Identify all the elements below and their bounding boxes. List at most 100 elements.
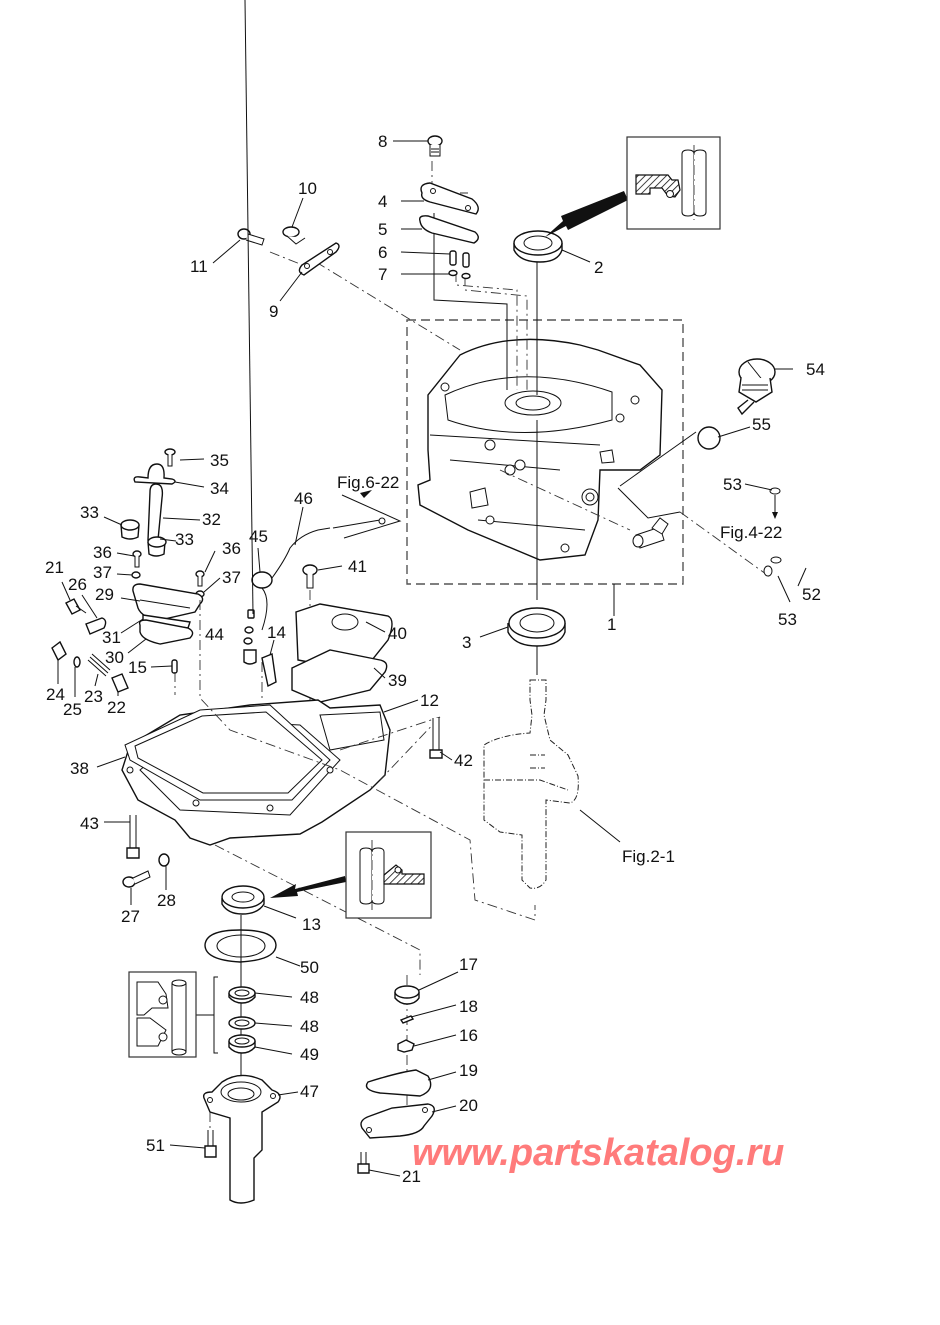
callout-31[interactable]: 31 [102,628,121,647]
callout-leaders [57,0,807,1177]
callout-25[interactable]: 25 [63,700,82,719]
callout-39[interactable]: 39 [388,671,407,690]
callout-35[interactable]: 35 [210,451,229,470]
detail-arrow-top [545,191,628,237]
callout-46[interactable]: 46 [294,489,313,508]
callout-29[interactable]: 29 [95,585,114,604]
callout-43[interactable]: 43 [80,814,99,833]
screw-36-left [132,550,142,568]
callout-19[interactable]: 19 [459,1061,478,1080]
lead-wire-terminal [378,517,386,525]
grommet-33-left [120,519,140,540]
callout-11[interactable]: 11 [190,257,208,276]
callout-40[interactable]: 40 [388,624,407,643]
oil-filler-cap-54 [737,358,776,416]
callout-labels: 1 2 3 4 5 6 7 8 9 10 11 12 13 14 15 16 1… [45,132,825,1186]
callout-36-left[interactable]: 36 [93,543,112,562]
bolt-11 [237,228,265,246]
callout-42[interactable]: 42 [454,751,473,770]
callout-9[interactable]: 9 [269,302,278,321]
washers-7 [448,269,471,280]
seal-group-bracket [196,976,218,1054]
callout-34[interactable]: 34 [210,479,229,498]
callout-22[interactable]: 22 [107,698,126,717]
callout-50[interactable]: 50 [300,958,319,977]
spring-23 [87,653,111,677]
callout-52[interactable]: 52 [802,585,821,604]
centerline-42 [339,716,441,781]
watermark: www.partskatalog.ru [412,1132,785,1174]
clip-10 [282,226,306,245]
ref-fig-6-22[interactable]: Fig.6-22 [337,473,399,492]
callout-48-top[interactable]: 48 [300,988,319,1007]
callout-12[interactable]: 12 [420,691,439,710]
callout-41[interactable]: 41 [348,557,367,576]
figure-references: Fig.6-22 Fig.4-22 Fig.2-1 [337,473,782,866]
callout-8[interactable]: 8 [378,132,387,151]
plate-26 [85,617,107,635]
fig-6-22-arrow [360,490,372,498]
callout-51[interactable]: 51 [146,1136,165,1155]
callout-36-right[interactable]: 36 [222,539,241,558]
callout-17[interactable]: 17 [459,955,478,974]
seal-48-bottom [228,1034,256,1054]
callout-53-top[interactable]: 53 [723,475,742,494]
callout-20[interactable]: 20 [459,1096,478,1115]
callout-14[interactable]: 14 [267,623,286,642]
callout-38[interactable]: 38 [70,759,89,778]
callout-54[interactable]: 54 [806,360,825,379]
callout-55[interactable]: 55 [752,415,771,434]
callout-2[interactable]: 2 [594,258,603,277]
callout-21-left[interactable]: 21 [45,558,64,577]
callout-53-bottom[interactable]: 53 [778,610,797,629]
callout-24[interactable]: 24 [46,685,65,704]
callout-33-left[interactable]: 33 [80,503,99,522]
callout-49[interactable]: 48 [300,1017,319,1036]
callout-1[interactable]: 1 [607,615,616,634]
callout-7[interactable]: 7 [378,265,387,284]
pin-15 [171,659,178,674]
callout-23[interactable]: 23 [84,687,103,706]
callout-32[interactable]: 32 [202,510,221,529]
bracket-9 [298,242,340,276]
callout-10[interactable]: 10 [298,179,317,198]
callout-28[interactable]: 28 [157,891,176,910]
o-ring-19 [365,1069,432,1097]
callout-33-right[interactable]: 33 [175,530,194,549]
assembly-centerlines-top [269,161,771,600]
lead-wire-46-end [332,519,381,529]
callout-3[interactable]: 3 [462,633,471,652]
callout-44[interactable]: 44 [205,625,224,644]
ref-fig-2-1[interactable]: Fig.2-1 [622,847,675,866]
callout-6[interactable]: 6 [378,243,387,262]
callout-45[interactable]: 45 [249,527,268,546]
gasket-39 [291,649,388,703]
ref-fig-4-22[interactable]: Fig.4-22 [720,523,782,542]
valve-24 [51,640,67,662]
callout-37-left[interactable]: 37 [93,563,112,582]
callout-27[interactable]: 27 [121,907,140,926]
fig-6-22-ref-line [341,494,402,539]
gasket-5 [418,215,479,244]
callout-30[interactable]: 30 [105,648,124,667]
callout-37-right[interactable]: 37 [222,568,241,587]
oil-seal-13 [221,885,265,915]
crankcase-assembly-boundary [406,319,684,585]
callout-15[interactable]: 15 [128,658,147,677]
callout-4[interactable]: 4 [378,192,387,211]
callout-48-bottom[interactable]: 49 [300,1045,319,1064]
seal-detail-inset-top [626,136,721,230]
callout-13[interactable]: 13 [302,915,321,934]
bearing-3 [507,607,566,675]
screw-21-left [65,598,87,615]
screw-35 [164,448,176,467]
callout-26[interactable]: 26 [68,575,87,594]
callout-18[interactable]: 18 [459,997,478,1016]
callout-47[interactable]: 47 [300,1082,319,1101]
callout-5[interactable]: 5 [378,220,387,239]
centerline-lower-a [199,600,536,921]
callout-16[interactable]: 16 [459,1026,478,1045]
plate-40-hole [331,613,359,631]
callout-21-bottom[interactable]: 21 [402,1167,421,1186]
impeller-16 [397,1039,415,1053]
